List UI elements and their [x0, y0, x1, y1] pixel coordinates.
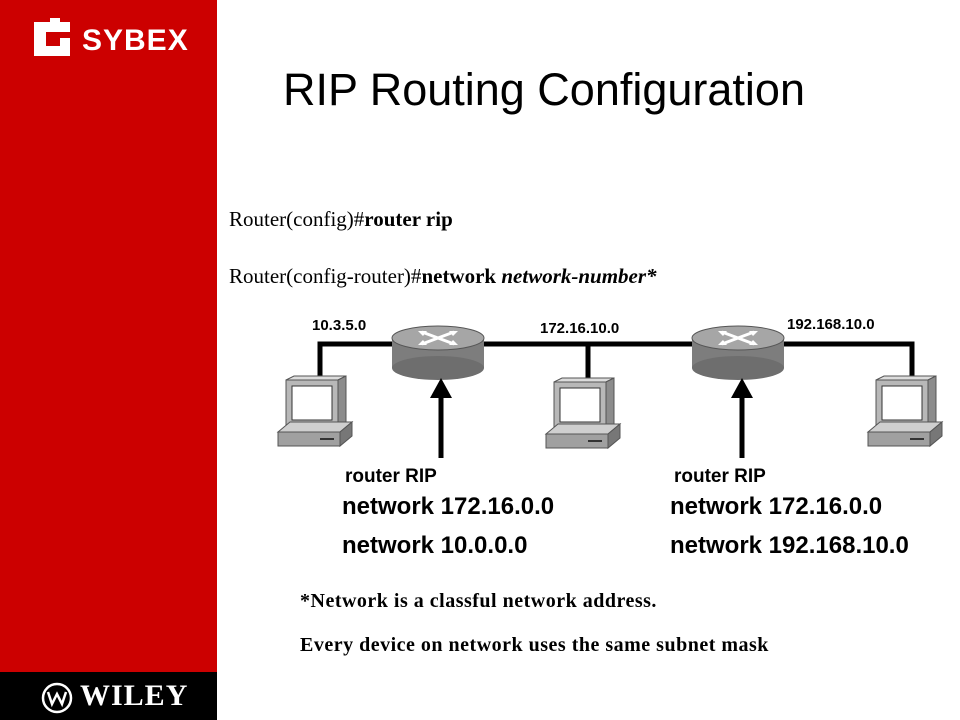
- network-segment-1: [317, 341, 410, 378]
- command-keyword: router rip: [364, 207, 453, 231]
- sybex-logo-icon: [34, 18, 70, 56]
- computer-2-icon: [544, 377, 622, 450]
- computer-1-icon: [276, 375, 354, 448]
- command-keyword: network: [421, 264, 502, 288]
- page-title: RIP Routing Configuration: [283, 64, 805, 115]
- command-argument: network-number*: [501, 264, 657, 288]
- footer-bar: [0, 672, 217, 720]
- sybex-brand: SYBEX: [82, 24, 189, 57]
- command-prompt: Router(config-router)#: [229, 264, 422, 288]
- router-network-command: network 172.16.0.0: [342, 493, 555, 520]
- router-network-command: network 172.16.0.0: [670, 493, 883, 520]
- wiley-logo-icon: [41, 682, 73, 714]
- computer-3-icon: [866, 375, 944, 448]
- arrow-up-icon: [430, 378, 452, 458]
- router-config-label: router RIP: [674, 466, 766, 487]
- command-line-2: Router(config-router)#network network-nu…: [229, 264, 657, 289]
- router-network-command: network 10.0.0.0: [342, 532, 528, 559]
- router-network-command: network 192.168.10.0: [670, 532, 909, 559]
- router-1-icon: [391, 325, 485, 380]
- command-prompt: Router(config)#: [229, 207, 365, 231]
- footnote: Every device on network uses the same su…: [300, 634, 769, 656]
- network-label: 172.16.10.0: [540, 320, 620, 337]
- footnote: *Network is a classful network address.: [300, 590, 657, 612]
- arrow-up-icon: [731, 378, 753, 458]
- network-segment-2: [478, 341, 700, 380]
- wiley-brand: WILEY: [80, 679, 189, 712]
- network-label: 10.3.5.0: [312, 317, 367, 334]
- router-2-icon: [691, 325, 785, 380]
- command-line-1: Router(config)#router rip: [229, 207, 453, 232]
- router-config-label: router RIP: [345, 466, 437, 487]
- left-sidebar: [0, 0, 217, 720]
- network-label: 192.168.10.0: [787, 316, 875, 333]
- network-segment-3: [780, 341, 915, 378]
